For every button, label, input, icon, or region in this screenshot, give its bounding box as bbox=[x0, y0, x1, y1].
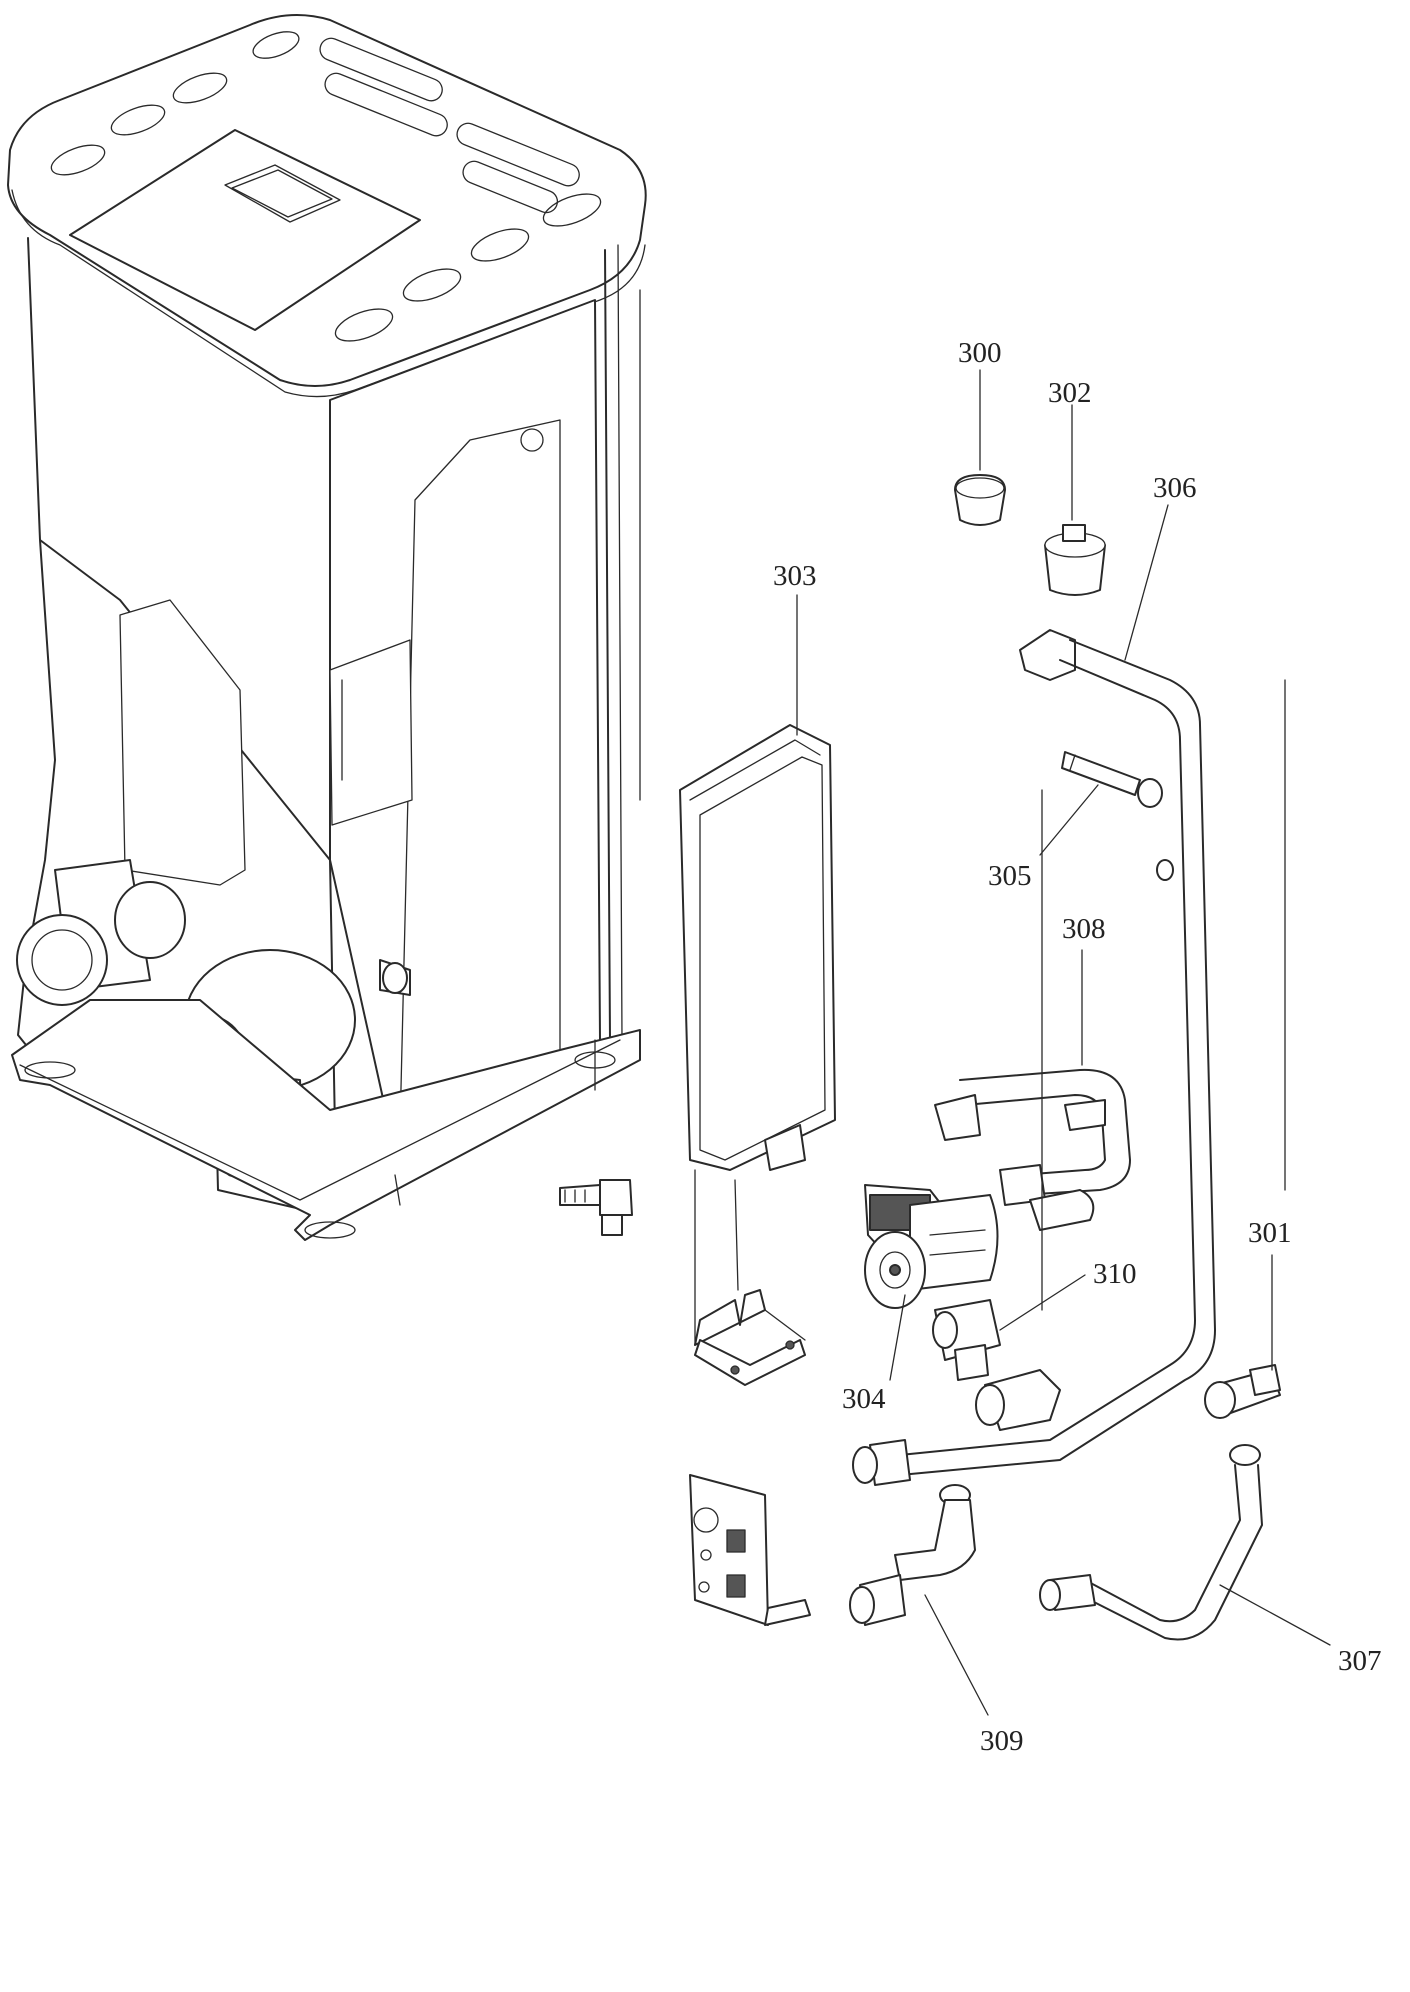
label-302: 302 bbox=[1048, 377, 1092, 409]
part-303-expansion-tank bbox=[679, 724, 836, 1386]
label-304: 304 bbox=[842, 1383, 886, 1415]
part-301-fitting bbox=[1204, 1364, 1281, 1419]
leader-lines bbox=[796, 369, 1331, 1716]
label-310: 310 bbox=[1093, 1258, 1137, 1290]
hopper-lid bbox=[69, 129, 421, 331]
part-304-circulator-pump bbox=[864, 1184, 999, 1309]
stove-body bbox=[7, 14, 647, 1241]
part-300-cap bbox=[954, 474, 1006, 526]
part-308-pipe bbox=[934, 1068, 1131, 1231]
connection-plate bbox=[689, 1474, 811, 1626]
label-303: 303 bbox=[773, 560, 817, 592]
label-306: 306 bbox=[1153, 472, 1197, 504]
label-300: 300 bbox=[958, 337, 1002, 369]
stove-base bbox=[11, 999, 641, 1241]
label-309: 309 bbox=[980, 1725, 1024, 1757]
vent-slots bbox=[50, 31, 602, 342]
part-306-pipe bbox=[852, 629, 1216, 1486]
part-310-valve bbox=[932, 1299, 1001, 1381]
label-305: 305 bbox=[988, 860, 1032, 892]
part-307-pipe bbox=[1039, 1444, 1263, 1641]
t-fitting bbox=[559, 1179, 633, 1236]
label-301: 301 bbox=[1248, 1217, 1292, 1249]
part-305-nipple bbox=[1061, 751, 1163, 808]
part-309-pipe bbox=[849, 1484, 976, 1626]
part-labels: 300 302 306 303 305 308 301 310 304 307 … bbox=[773, 337, 1382, 1757]
label-307: 307 bbox=[1338, 1645, 1382, 1677]
label-308: 308 bbox=[1062, 913, 1106, 945]
part-302-air-vent bbox=[1044, 524, 1106, 596]
